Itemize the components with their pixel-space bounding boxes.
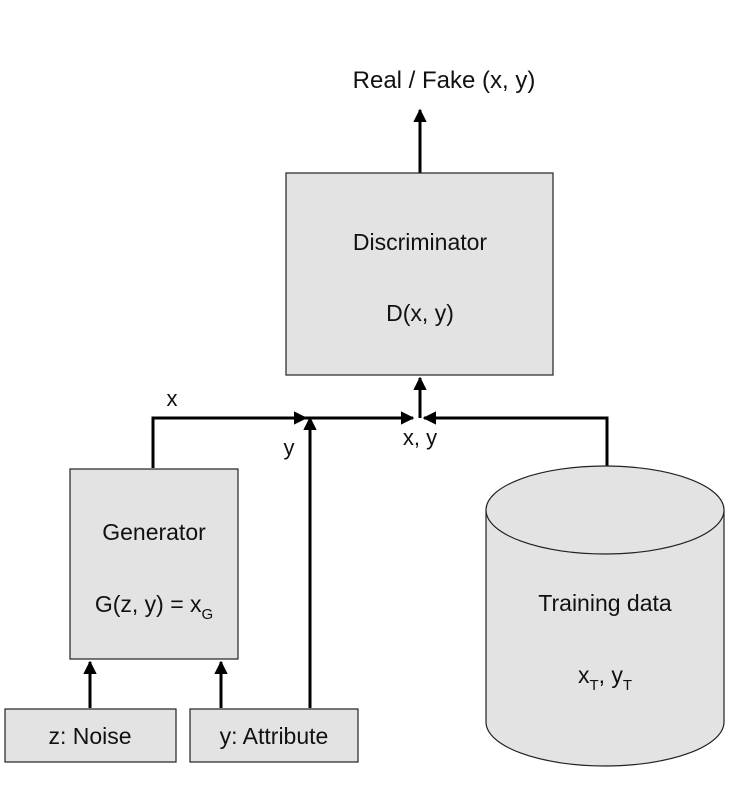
discriminator-title: Discriminator bbox=[353, 229, 488, 255]
edge-label-y: y bbox=[284, 435, 295, 460]
training-x-sub: T bbox=[589, 677, 598, 694]
attribute-label: y: Attribute bbox=[220, 723, 329, 749]
discriminator-formula: D(x, y) bbox=[386, 300, 454, 326]
training-y-main: y bbox=[611, 662, 623, 688]
attribute-input-box: y: Attribute bbox=[189, 708, 359, 763]
output-label: Real / Fake (x, y) bbox=[353, 67, 536, 94]
generator-box: Generator G(z, y) = xG bbox=[69, 468, 239, 660]
discriminator-box: Discriminator D(x, y) bbox=[285, 172, 554, 376]
generator-x-wire bbox=[151, 411, 308, 468]
generator-formula-main: G(z, y) = x bbox=[95, 591, 202, 617]
training-x-main: x bbox=[578, 662, 590, 688]
generator-formula-sub: G bbox=[202, 606, 214, 623]
noise-input-box: z: Noise bbox=[4, 708, 177, 763]
training-sep: , bbox=[599, 662, 612, 688]
training-data-title: Training data bbox=[538, 590, 672, 616]
generator-title: Generator bbox=[102, 519, 206, 545]
training-y-sub: T bbox=[623, 677, 632, 694]
generator-formula: G(z, y) = xG bbox=[95, 591, 213, 623]
training-data-cylinder: Training data xT, yT bbox=[485, 465, 725, 767]
training-data-values: xT, yT bbox=[578, 662, 632, 694]
edge-label-xy: x, y bbox=[403, 425, 437, 450]
noise-label: z: Noise bbox=[48, 723, 131, 749]
edge-label-x: x bbox=[167, 386, 178, 411]
